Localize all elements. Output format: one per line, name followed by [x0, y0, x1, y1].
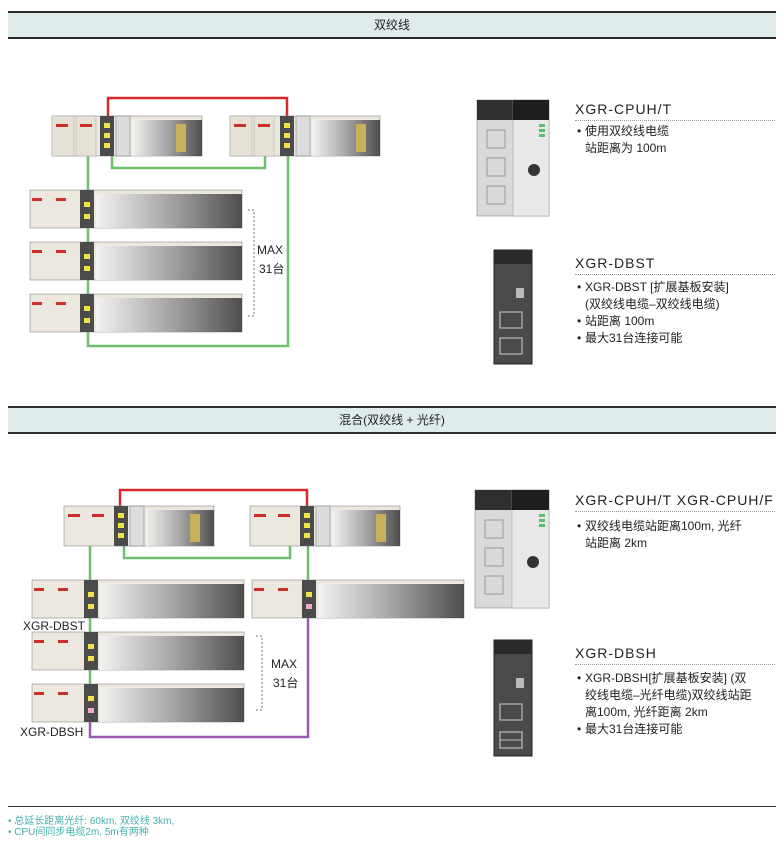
expansion-rack	[31, 579, 245, 619]
bullet-item: 最大31台连接可能	[577, 721, 752, 738]
product-title-dbsh: XGR-DBSH	[575, 645, 775, 665]
expansion-rack	[29, 189, 243, 229]
product-title-dbst: XGR-DBST	[575, 255, 775, 275]
sync-cable-red	[106, 96, 289, 126]
max-label: MAX	[271, 657, 298, 671]
section-header-hybrid: 混合(双绞线 + 光纤)	[8, 406, 776, 434]
expansion-rack	[29, 241, 243, 281]
expansion-rack	[251, 579, 465, 619]
footnotes: • 总延长距离光纤: 60km, 双绞线 3km, • CPU间同步电缆2m, …	[8, 816, 174, 838]
bullet-item: 站距离 2km	[585, 536, 648, 550]
cpu-rack-left	[63, 505, 215, 547]
product-title-cpuh-tf: XGR-CPUH/T XGR-CPUH/F	[575, 492, 775, 512]
bullet-item: (双绞线电缆–双绞线电缆)	[585, 297, 720, 311]
dbst-module-image	[493, 249, 533, 365]
cpu-rack-right	[249, 505, 401, 547]
footnote-line: • 总延长距离光纤: 60km, 双绞线 3km,	[8, 816, 175, 827]
dbsh-module-image	[493, 639, 533, 757]
product-title-cpuh-t: XGR-CPUH/T	[575, 101, 775, 121]
footnote-line: • CPU间同步电缆2m, 5m有两种	[8, 827, 149, 838]
bullet-item: 站距离 100m	[577, 313, 729, 330]
max-count-label: 31台	[273, 676, 299, 690]
bullet-item: XGR-DBSH[扩展基板安装] (双	[577, 670, 752, 687]
dbst-label: XGR-DBST	[23, 619, 86, 633]
section-header-twisted-pair: 双绞线	[8, 11, 776, 39]
sync-cable-red	[118, 488, 309, 512]
footnote-text: 总延长距离光纤: 60km, 双绞线 3km,	[14, 816, 175, 827]
product-description-cpuh-tf: 双绞线电缆站距离100m, 光纤 站距离 2km	[577, 518, 742, 552]
cpu-hf-module-image	[474, 489, 550, 609]
bullet-item: 使用双绞线电缆	[577, 123, 669, 140]
product-description-cpuh-t: 使用双绞线电缆 站距离为 100m	[577, 123, 669, 157]
max-label: MAX	[257, 243, 284, 257]
product-description-dbsh: XGR-DBSH[扩展基板安装] (双 绞线电缆–光纤电缆)双绞线站距 离100…	[577, 670, 752, 738]
bullet-item: 双绞线电缆站距离100m, 光纤	[577, 518, 742, 535]
fiber-optic-link	[88, 610, 310, 739]
bullet-item: XGR-DBST [扩展基板安装]	[577, 279, 729, 296]
footnote-text: CPU间同步电缆2m, 5m有两种	[14, 827, 149, 838]
cpu-module-image	[476, 99, 550, 217]
max-bracket	[256, 635, 263, 711]
footer-divider	[8, 806, 776, 807]
product-description-dbst: XGR-DBST [扩展基板安装] (双绞线电缆–双绞线电缆) 站距离 100m…	[577, 279, 729, 347]
cpu-rack-right	[229, 115, 381, 157]
expansion-rack	[31, 683, 245, 723]
cpu-rack-left	[51, 115, 203, 157]
max-bracket	[248, 209, 255, 317]
bullet-item: 最大31台连接可能	[577, 330, 729, 347]
expansion-rack	[31, 631, 245, 671]
bullet-item: 离100m, 光纤距离 2km	[585, 705, 708, 719]
bullet-item: 站距离为 100m	[585, 141, 667, 155]
dbsh-label: XGR-DBSH	[20, 725, 84, 739]
expansion-rack	[29, 293, 243, 333]
bullet-item: 绞线电缆–光纤电缆)双绞线站距	[585, 688, 752, 702]
max-count-label: 31台	[259, 262, 285, 276]
